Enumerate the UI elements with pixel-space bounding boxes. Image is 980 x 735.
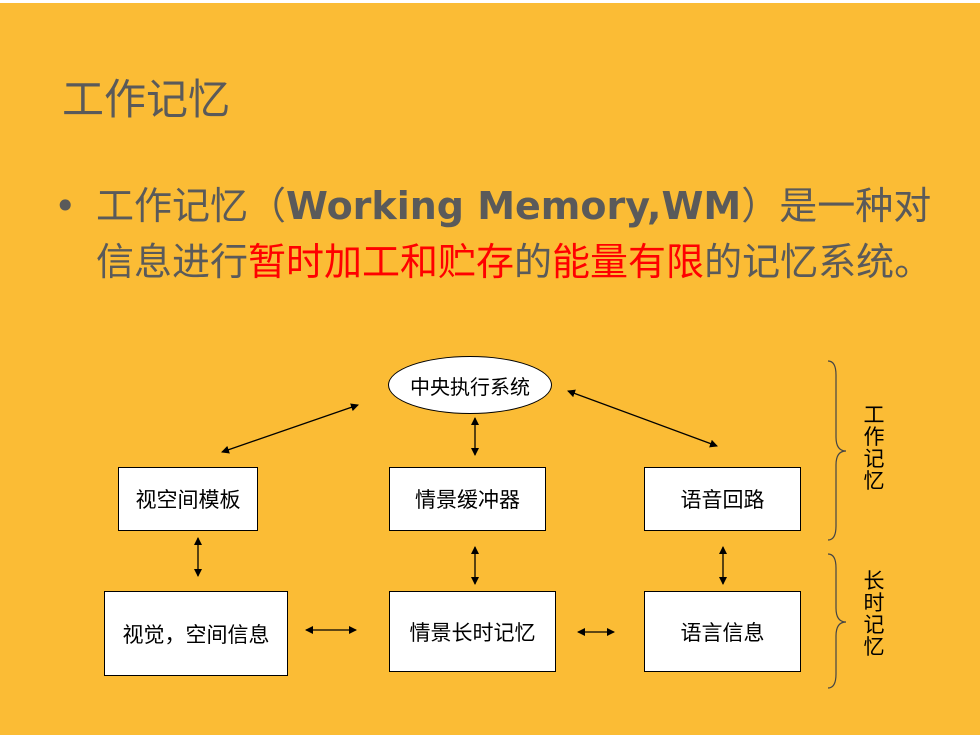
bullet-highlight-processing: 暂时加工和贮存 (248, 240, 515, 284)
bullet-highlight-limited: 能量有限 (552, 240, 705, 284)
arrow-central-visuospatial (221, 403, 359, 454)
bullet-text-1: 工作记忆（ (96, 184, 287, 228)
central-executive-node: 中央执行系统 (388, 356, 552, 414)
visual-spatial-info-box: 视觉，空间信息 (104, 591, 288, 676)
bullet-text-english: Working Memory,WM (286, 184, 742, 228)
bullet-marker: • (54, 184, 77, 228)
label-long-term-memory: 长时记忆 (863, 569, 885, 659)
bullet-text-3: ）是一种对信息进行 (96, 184, 932, 284)
brace-long-term-memory (827, 553, 847, 689)
label-working-memory: 工作记忆 (863, 403, 885, 493)
brace-working-memory (827, 360, 847, 541)
visuospatial-sketchpad-box: 视空间模板 (118, 467, 258, 531)
episodic-long-term-memory-box: 情景长时记忆 (389, 591, 556, 672)
episodic-buffer-box: 情景缓冲器 (389, 467, 546, 531)
language-info-box: 语言信息 (644, 591, 801, 672)
bullet-text-5: 的 (514, 240, 553, 284)
arrow-central-phonological (567, 389, 718, 448)
phonological-loop-box: 语音回路 (644, 467, 801, 531)
bullet-text-7: 的记忆系统。 (704, 240, 933, 284)
slide-title: 工作记忆 (62, 75, 231, 124)
slide-top-edge (0, 0, 980, 3)
bullet-text: 工作记忆（Working Memory,WM）是一种对信息进行暂时加工和贮存的能… (96, 178, 936, 290)
